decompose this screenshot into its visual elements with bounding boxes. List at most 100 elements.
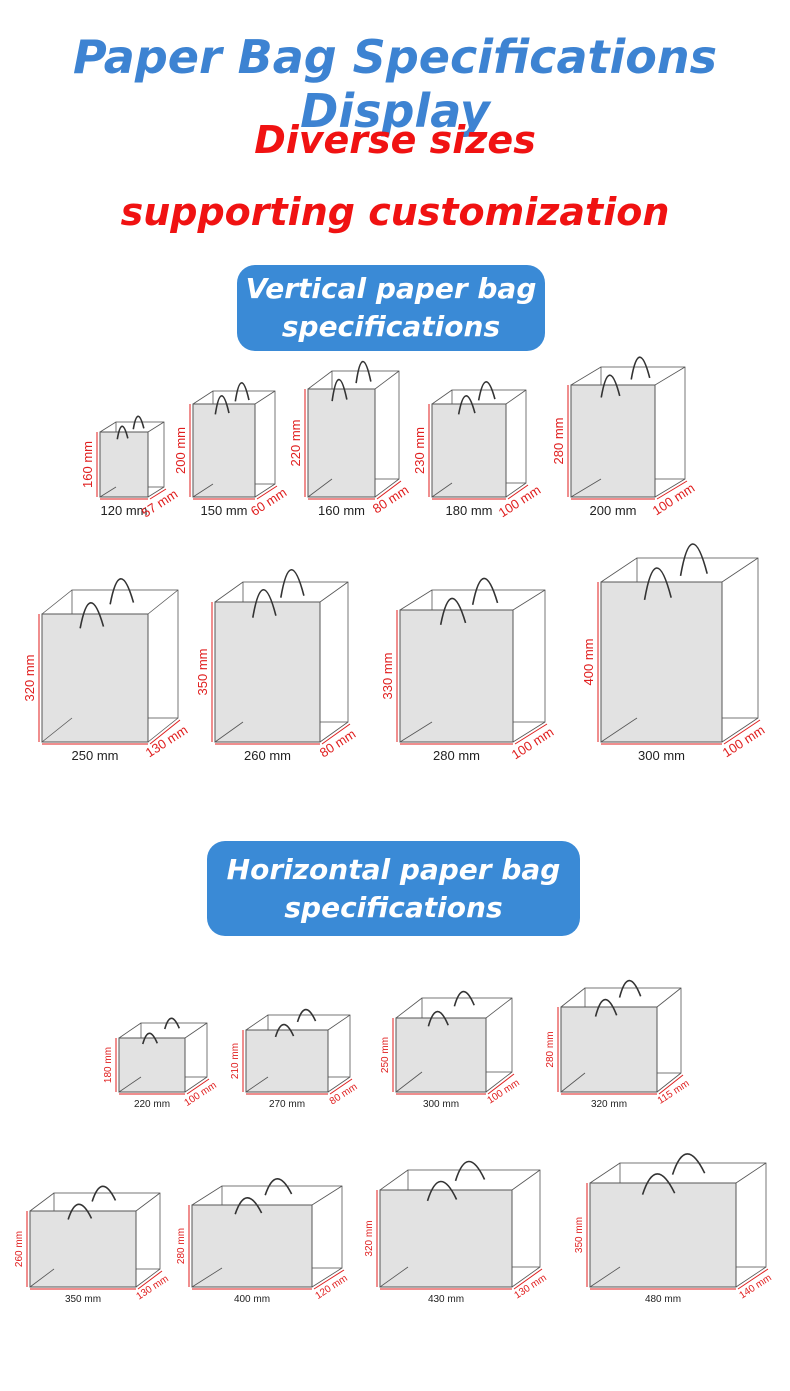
bag-depth-edge [99,421,117,433]
bag-handle-front [457,395,476,415]
width-label: 320 mm [591,1099,627,1110]
bag-depth-edge [395,997,423,1019]
bag-depth-edge [245,1076,269,1093]
width-label: 300 mm [423,1099,459,1110]
vertical-section-label-line-1: Vertical paper bag [245,272,537,305]
bag-handle-front [252,588,277,618]
width-label: 480 mm [645,1294,681,1305]
bag-depth-edge [721,717,759,743]
bag-depth-edge [147,717,179,743]
depth-label: 130 mm [143,722,191,760]
bag-front-panel [245,1029,329,1093]
bag-handle-front [643,567,672,601]
bag-depth-edge [589,1266,621,1288]
bag-depth-edge [327,1076,351,1093]
depth-marker [487,1073,515,1095]
depth-marker [321,723,351,745]
bag-depth-edge [41,717,73,743]
height-label: 250 mm [380,1037,391,1073]
bag-handle-back [280,568,305,598]
bag-depth-edge [135,1268,161,1288]
bag-depth-edge [570,366,602,386]
bag-handle-front [427,1010,449,1027]
bag-depth-edge [735,1162,767,1184]
bag-handle-front [426,1180,458,1202]
width-label: 120 mm [101,503,148,518]
bag-front-panel [600,581,723,743]
bag-depth-edge [374,370,400,390]
bag-depth-edge [570,478,602,498]
depth-marker [149,719,181,745]
depth-marker [256,485,278,500]
bag-handle-back [477,381,496,401]
height-label: 180 mm [103,1047,114,1083]
bag-handle-back [454,1160,486,1182]
bag-depth-edge [118,1022,142,1039]
depth-marker [186,1078,210,1095]
bag-depth-edge [721,557,759,583]
bag-depth-edge [245,1014,269,1031]
bag-depth-edge [379,1169,409,1191]
width-label: 430 mm [428,1294,464,1305]
bag-handle-back [679,543,708,577]
bag-depth-edge [319,581,349,603]
page-title: Paper Bag Specifications Display [73,30,717,138]
bag-front-panel [589,1182,737,1288]
bag-handle-front [116,425,129,440]
bag-handle-back [453,990,475,1007]
height-label: 320 mm [22,655,37,702]
bag-front-panel [570,384,656,498]
depth-marker [737,1268,769,1290]
bag-depth-edge [511,1169,541,1191]
bag-depth-edge [399,589,433,611]
horizontal-section-label-line-2: specifications [284,890,503,924]
width-label: 220 mm [134,1099,170,1110]
bag-handle-front [141,1032,159,1045]
depth-marker [329,1078,353,1095]
vertical-bag-6: 250 mm 320 mm 130 mm [22,578,191,763]
bag-depth-edge [254,483,276,498]
bag-handle-front [214,395,230,415]
height-label: 230 mm [412,427,427,474]
bag-handle-back [355,360,372,384]
width-label: 270 mm [269,1099,305,1110]
bag-handle-back [234,382,250,402]
bag-depth-edge [147,589,179,615]
height-label: 320 mm [364,1220,375,1256]
depth-marker [723,719,761,745]
bag-depth-edge [374,478,400,498]
bag-handle-back [630,356,651,380]
height-label: 280 mm [551,418,566,465]
width-label: 250 mm [72,748,119,763]
height-label: 350 mm [574,1217,585,1253]
bag-handle-back [109,578,135,605]
bag-depth-edge [214,581,244,603]
bag-front-panel [29,1210,137,1288]
height-label: 160 mm [80,441,95,488]
height-label: 200 mm [173,427,188,474]
bag-handle-back [618,979,642,998]
width-label: 200 mm [590,503,637,518]
bag-depth-edge [395,1071,423,1093]
depth-marker [514,723,548,745]
height-label: 330 mm [380,653,395,700]
bag-handle-back [91,1185,117,1202]
bag-handle-back [264,1178,293,1196]
width-label: 180 mm [446,503,493,518]
bag-handle-front [67,1203,93,1220]
bag-depth-edge [118,1076,142,1093]
bag-depth-edge [399,721,433,743]
bag-front-panel [118,1037,186,1093]
bag-handle-back [671,1153,706,1175]
horizontal-section-label-line-1: Horizontal paper bag [226,852,561,886]
bag-depth-edge [319,721,349,743]
height-label: 210 mm [230,1043,241,1079]
